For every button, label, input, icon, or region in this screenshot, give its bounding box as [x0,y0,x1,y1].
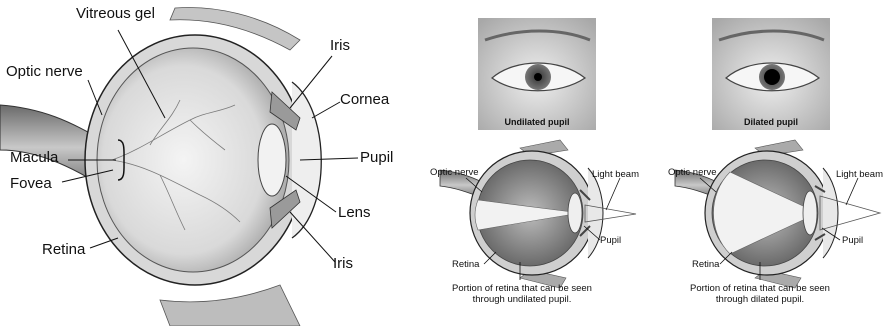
caption-dilated-pupil: Dilated pupil [712,118,830,127]
label-pupil: Pupil [360,150,393,165]
label-vitreous-gel: Vitreous gel [76,6,155,21]
label-fovea: Fovea [10,176,52,191]
caption-undilated-pupil: Undilated pupil [478,118,596,127]
label-optic-nerve: Optic nerve [6,64,83,79]
label-lens: Lens [338,205,371,220]
label-iris-bottom: Iris [333,256,353,271]
label-macula: Macula [10,150,58,165]
dilated-caption: Portion of retina that can be seen throu… [680,284,840,306]
label-iris-top: Iris [330,38,350,53]
undilated-label-optic-nerve: Optic nerve [430,168,479,178]
lens [258,124,286,196]
dilated-photo [712,18,830,130]
label-retina: Retina [42,242,85,257]
dilated-label-pupil: Pupil [842,236,863,246]
undilated-label-pupil: Pupil [600,236,621,246]
label-cornea: Cornea [340,92,389,107]
undilated-pupil-dot [534,73,542,81]
undilated-label-light-beam: Light beam [592,170,639,180]
dilated-pupil-dot [764,69,780,85]
dilated-label-optic-nerve: Optic nerve [668,168,717,178]
main-eye [0,7,321,326]
undilated-caption: Portion of retina that can be seen throu… [442,284,602,306]
dilated-label-light-beam: Light beam [836,170,883,180]
undilated-photo [478,18,596,130]
lower-muscle-shape [160,285,300,326]
dilated-label-retina: Retina [692,260,719,270]
undilated-label-retina: Retina [452,260,479,270]
